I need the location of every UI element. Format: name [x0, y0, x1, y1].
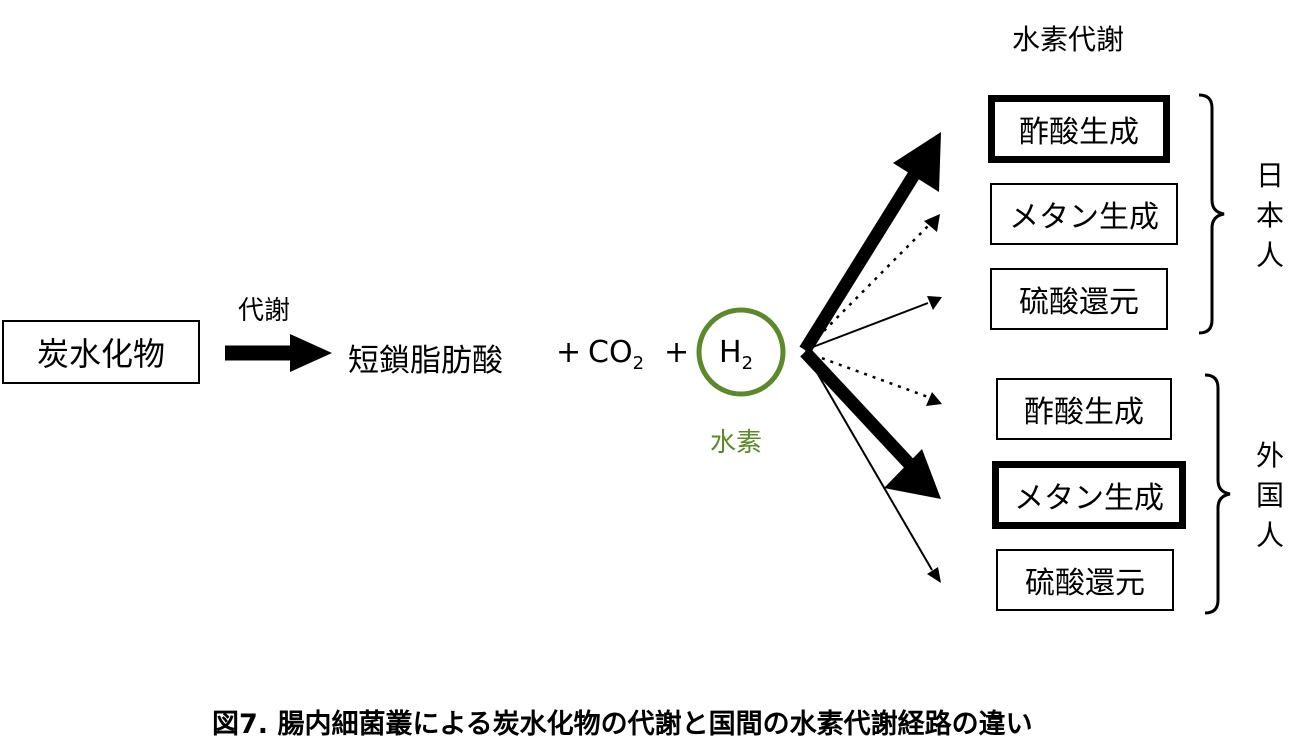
fr-sulfate-reduction-box: 硫酸還元 — [996, 549, 1174, 611]
co2-base: CO — [588, 335, 633, 370]
japanese-group-label: 日 本 人 — [1250, 156, 1290, 276]
arrow-fr-methane — [800, 347, 941, 499]
jp-acetogenesis-label: 酢酸生成 — [1019, 115, 1139, 150]
jp-methanogenesis-box: メタン生成 — [990, 183, 1178, 245]
fr-acetogenesis-label: 酢酸生成 — [1024, 395, 1144, 430]
jp-acetogenesis-box: 酢酸生成 — [988, 95, 1170, 163]
jp-sulfate-reduction-box: 硫酸還元 — [990, 268, 1168, 330]
foreign-char-1: 外 — [1255, 439, 1284, 472]
hydrogen-caption: 水素 — [710, 428, 763, 458]
scfa-label: 短鎖脂肪酸 — [348, 343, 503, 379]
arrow-jp-methane — [804, 214, 940, 351]
plus-sign-1: + — [556, 335, 582, 370]
japanese-char-1: 日 — [1255, 159, 1284, 192]
hydrogen-metabolism-title: 水素代謝 — [1012, 23, 1125, 56]
foreign-group-label: 外 国 人 — [1250, 436, 1290, 556]
h2-base: H — [719, 335, 742, 370]
fr-methanogenesis-label: メタン生成 — [1014, 481, 1164, 516]
metabolism-label: 代謝 — [238, 296, 291, 326]
foreign-char-2: 国 — [1255, 479, 1284, 512]
fr-sulfate-reduction-label: 硫酸還元 — [1025, 566, 1145, 601]
carbohydrate-box: 炭水化物 — [2, 320, 200, 384]
metabolism-arrow — [225, 334, 332, 372]
h2-formula: H2 — [719, 335, 753, 374]
h2-subscript: 2 — [741, 353, 754, 374]
jp-methanogenesis-label: メタン生成 — [1009, 200, 1159, 235]
foreign-char-3: 人 — [1255, 519, 1284, 552]
co2-subscript: 2 — [632, 353, 645, 374]
co2-formula: CO2 — [588, 335, 644, 374]
carbohydrate-label: 炭水化物 — [36, 335, 165, 373]
japanese-char-3: 人 — [1255, 239, 1284, 272]
figure-caption: 図7. 腸内細菌叢による炭水化物の代謝と国間の水素代謝経路の違い — [212, 709, 1033, 740]
arrow-jp-acetate — [799, 132, 941, 354]
bracket-japanese — [1198, 93, 1225, 335]
arrow-fr-sulfate — [804, 351, 941, 583]
bracket-foreign — [1204, 373, 1231, 615]
hydrogen-circle — [696, 307, 786, 397]
arrow-jp-sulfate — [804, 296, 942, 351]
arrow-fr-acetate — [804, 350, 942, 406]
fr-methanogenesis-box: メタン生成 — [992, 461, 1186, 529]
jp-sulfate-reduction-label: 硫酸還元 — [1019, 285, 1139, 320]
japanese-char-2: 本 — [1255, 199, 1284, 232]
fr-acetogenesis-box: 酢酸生成 — [996, 378, 1172, 440]
plus-sign-2: + — [664, 335, 690, 370]
